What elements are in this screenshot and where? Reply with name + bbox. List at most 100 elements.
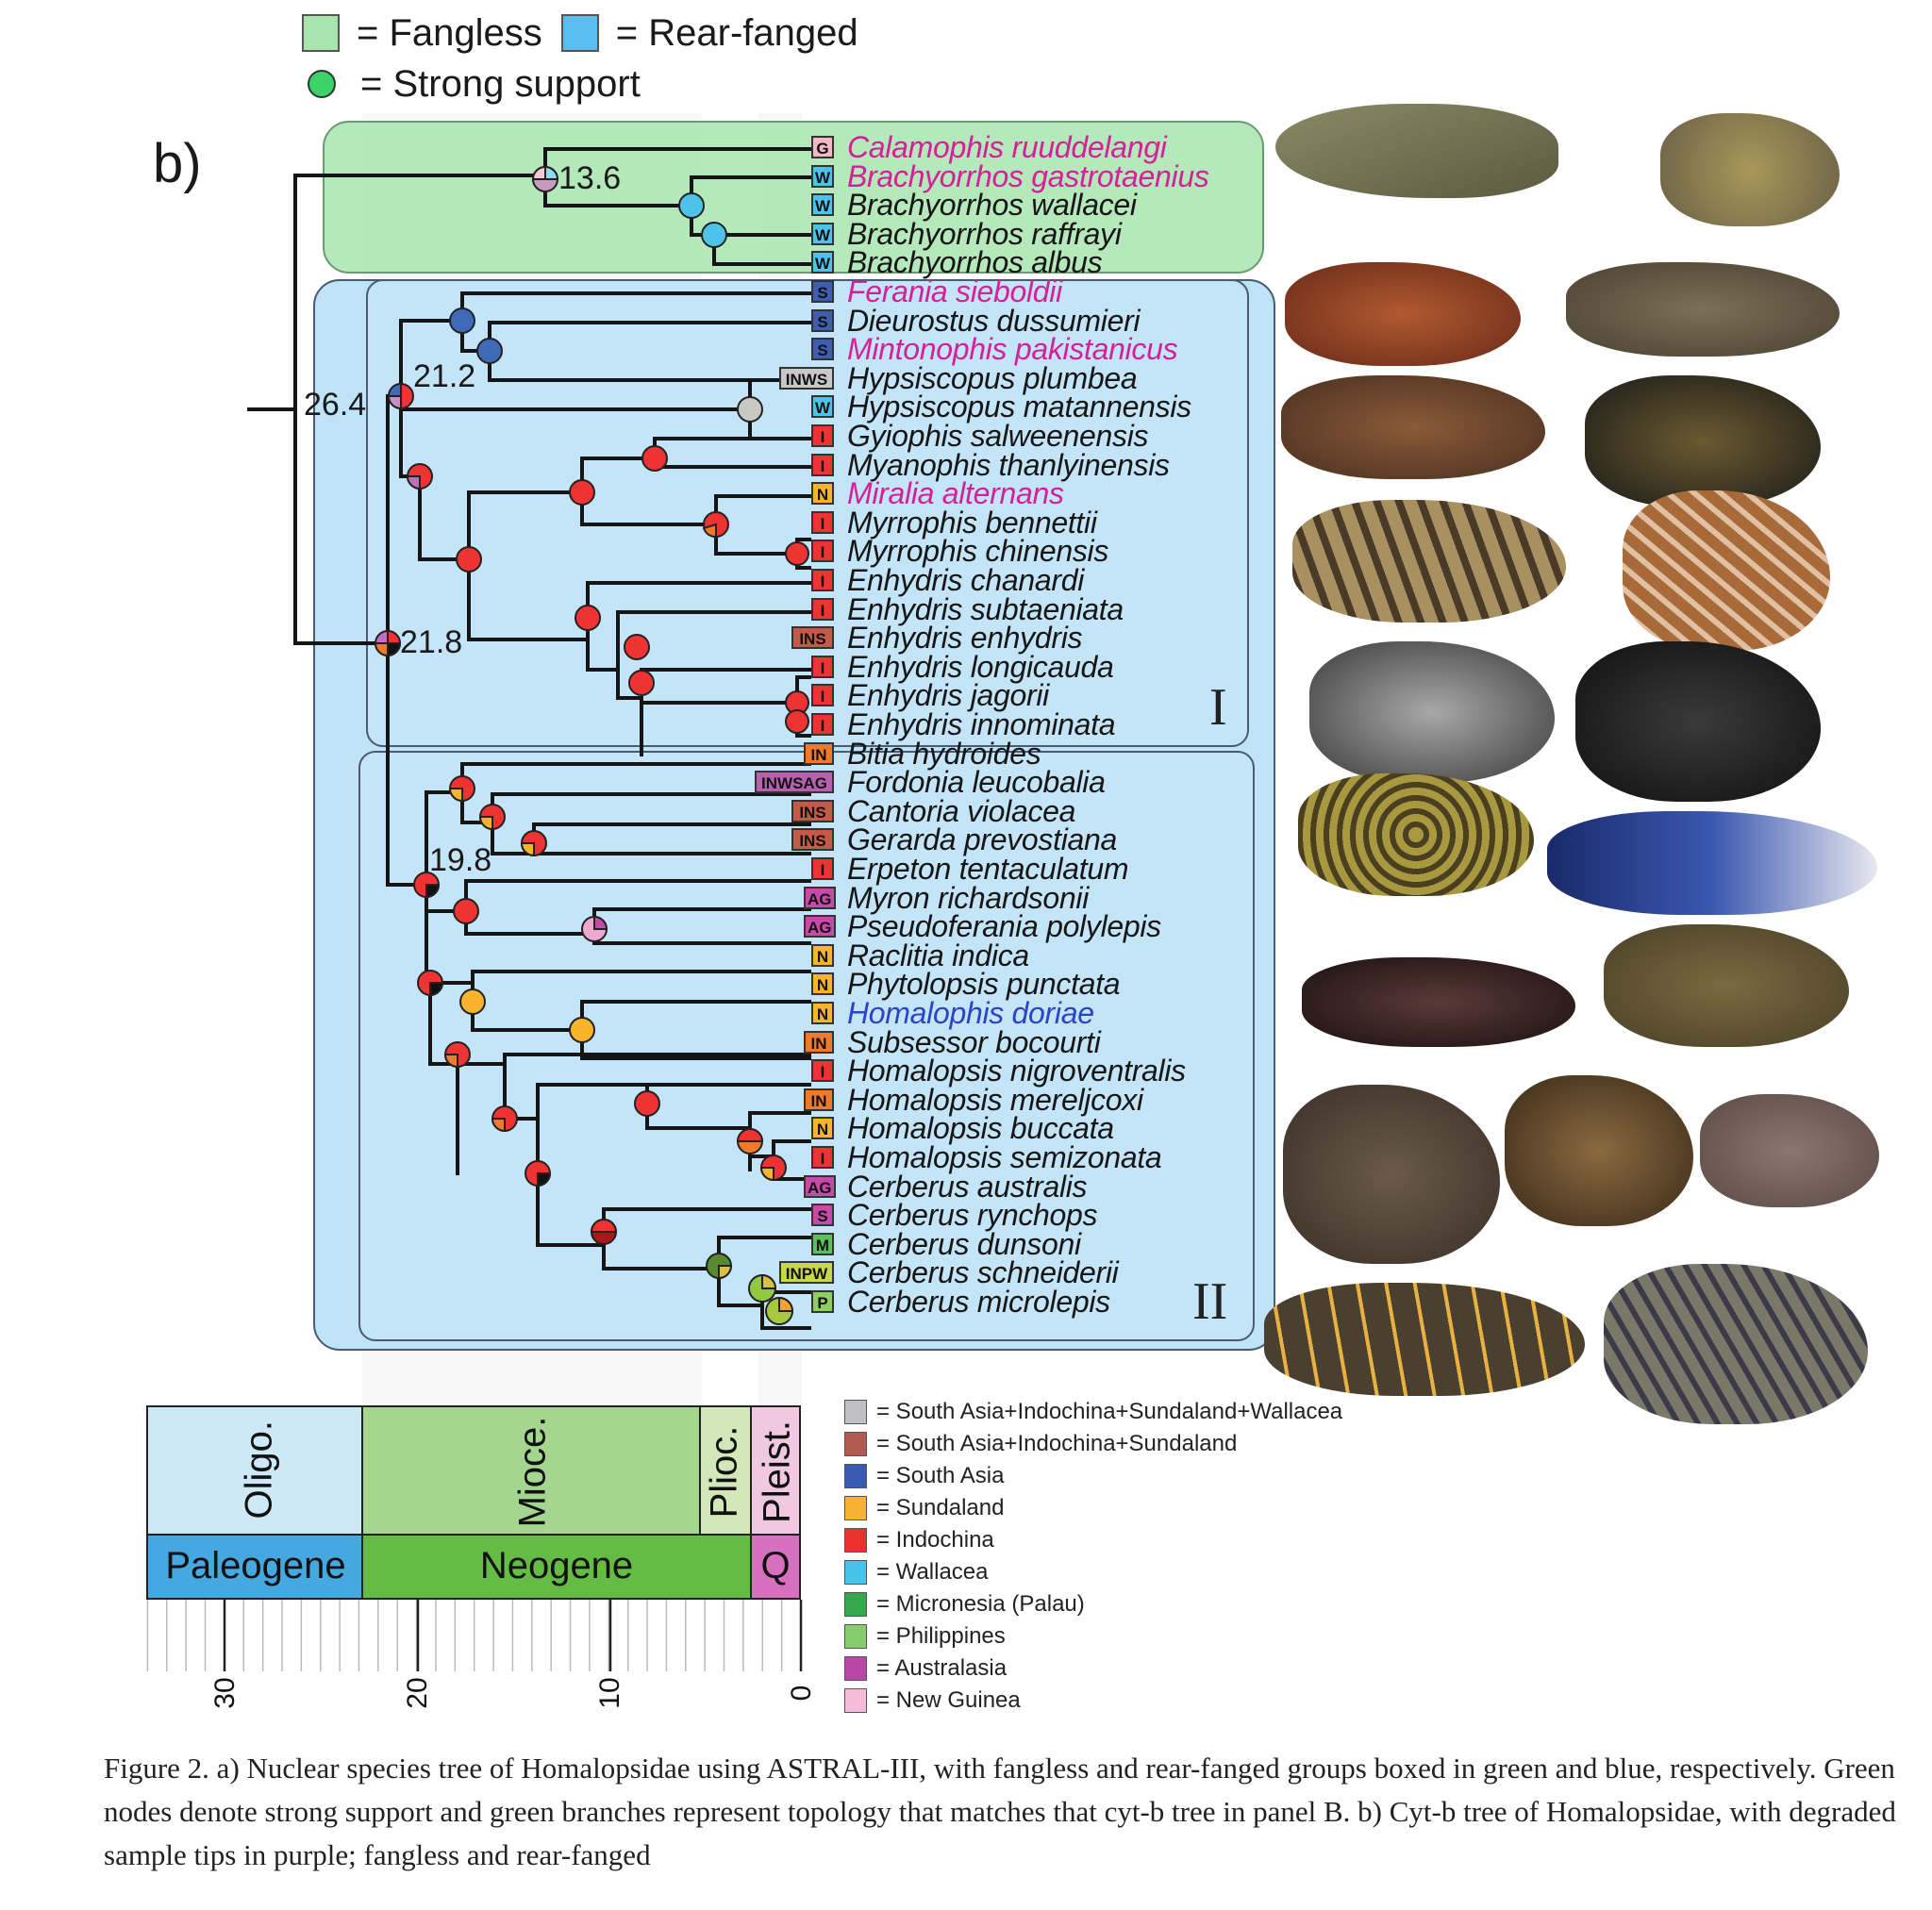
- epoch-oligocene: [146, 1405, 363, 1536]
- region-label: = New Guinea: [876, 1687, 1021, 1713]
- snake-photo-grid: [1264, 94, 1924, 1434]
- region-badge: AG: [804, 887, 836, 909]
- epoch-label-oligocene: Oligo.: [238, 1420, 280, 1520]
- region-swatch: [844, 1688, 867, 1713]
- tip-label: Calamophis ruuddelangi: [847, 130, 1167, 164]
- snake-photo: [1298, 773, 1534, 896]
- snake-photo: [1585, 375, 1821, 507]
- tip-label: Hypsiscopus plumbea: [847, 361, 1138, 395]
- snake-photo: [1505, 1075, 1693, 1226]
- group-legend: = Fangless = Rear-fanged = Strong suppor…: [302, 9, 858, 108]
- tip-label: Cerberus dunsoni: [847, 1227, 1081, 1261]
- epoch-pleistocene: [750, 1405, 801, 1536]
- tip-label: Homalopsis mereljcoxi: [847, 1083, 1143, 1117]
- tip-label: Bitia hydroides: [847, 737, 1041, 771]
- region-legend-item: = Wallacea: [844, 1556, 1342, 1588]
- epoch-label-pliocene: Plioc.: [703, 1425, 745, 1519]
- region-label: = Sundaland: [876, 1495, 1005, 1520]
- region-badge: N: [811, 944, 834, 967]
- tip-label: Dieurostus dussumieri: [847, 304, 1141, 338]
- region-label: = Micronesia (Palau): [876, 1591, 1085, 1617]
- region-badge: I: [811, 713, 834, 736]
- snake-photo: [1302, 957, 1575, 1047]
- region-swatch: [844, 1560, 867, 1585]
- snake-photo: [1700, 1094, 1879, 1207]
- node-age-fangless: 13.6: [558, 160, 622, 196]
- region-badge: I: [811, 1146, 834, 1169]
- region-label: = South Asia+Indochina+Sundaland: [876, 1431, 1238, 1456]
- snake-photo: [1285, 262, 1521, 366]
- region-badge: AG: [804, 1175, 836, 1198]
- tip-label: Enhydris chanardi: [847, 563, 1085, 597]
- region-badge: I: [811, 684, 834, 706]
- tip-label: Cantoria violacea: [847, 794, 1076, 828]
- node-age-21-8: 21.8: [400, 624, 463, 660]
- region-badge: W: [811, 251, 835, 274]
- tip-label: Mintonophis pakistanicus: [847, 332, 1178, 366]
- region-badge: IN: [804, 742, 834, 765]
- tip-label: Myanophis thanlyinensis: [847, 448, 1170, 482]
- region-swatch: [844, 1592, 867, 1617]
- region-legend: = South Asia+Indochina+Sundaland+Wallace…: [844, 1396, 1342, 1717]
- region-badge: I: [811, 656, 834, 678]
- snake-photo: [1623, 490, 1830, 651]
- epoch-label-miocene: Mioce.: [511, 1416, 554, 1528]
- tip-label: Hypsiscopus matannensis: [847, 390, 1191, 424]
- tip-label: Homalopsis buccata: [847, 1111, 1114, 1145]
- tick-label-30: 30: [209, 1677, 241, 1709]
- tip-label: Phytolopsis punctata: [847, 967, 1121, 1001]
- region-badge: N: [811, 972, 834, 995]
- region-badge: I: [811, 569, 834, 591]
- tip-label: Enhydris innominata: [847, 707, 1116, 741]
- tip-label: Brachyorrhos raffrayi: [847, 217, 1122, 251]
- tip-label: Myron richardsonii: [847, 881, 1090, 915]
- region-swatch: [844, 1464, 867, 1488]
- fangless-swatch: [302, 14, 340, 52]
- panel-label: b): [153, 133, 202, 194]
- region-badge: INS: [791, 626, 834, 649]
- region-badge: IN: [804, 1031, 834, 1054]
- region-label: = Philippines: [876, 1623, 1006, 1649]
- period-neogene: [361, 1534, 752, 1600]
- region-swatch: [844, 1528, 867, 1553]
- region-label: = Wallacea: [876, 1559, 989, 1585]
- epoch-pliocene: [699, 1405, 752, 1536]
- region-badge: INWS: [779, 367, 834, 390]
- tip-label: Cerberus schneiderii: [847, 1255, 1119, 1289]
- region-legend-item: = Australasia: [844, 1653, 1342, 1685]
- region-badge: W: [811, 395, 835, 418]
- tip-label: Brachyorrhos albus: [847, 245, 1103, 279]
- region-swatch: [844, 1400, 867, 1424]
- region-legend-item: = Sundaland: [844, 1492, 1342, 1524]
- period-paleogene: [146, 1534, 363, 1600]
- region-badge: AG: [804, 915, 836, 938]
- snake-photo: [1566, 262, 1840, 357]
- region-badge: P: [811, 1290, 834, 1313]
- region-label: = South Asia+Indochina+Sundaland+Wallace…: [876, 1399, 1343, 1424]
- region-badge: INPW: [779, 1261, 834, 1284]
- tip-label: Myrrophis chinensis: [847, 534, 1109, 568]
- region-badge: I: [811, 598, 834, 621]
- region-badge: I: [811, 424, 834, 447]
- region-badge: W: [811, 223, 835, 245]
- rear-fanged-label: = Rear-fanged: [615, 11, 858, 54]
- snake-photo: [1575, 641, 1821, 802]
- region-legend-item: = Indochina: [844, 1524, 1342, 1556]
- tip-label: Brachyorrhos wallacei: [847, 188, 1137, 222]
- tip-label: Cerberus australis: [847, 1170, 1088, 1204]
- tip-label: Enhydris jagorii: [847, 678, 1049, 712]
- tip-label: Enhydris enhydris: [847, 621, 1083, 655]
- region-swatch: [844, 1656, 867, 1681]
- tip-label: Enhydris longicauda: [847, 650, 1114, 684]
- region-badge: W: [811, 193, 835, 216]
- strong-support-label: = Strong support: [360, 62, 641, 105]
- clade-label-II: II: [1192, 1272, 1228, 1331]
- region-badge: INS: [791, 828, 834, 851]
- region-badge: N: [811, 1117, 834, 1139]
- region-legend-item: = South Asia+Indochina+Sundaland+Wallace…: [844, 1396, 1342, 1428]
- tip-label: Homalophis doriae: [847, 996, 1094, 1030]
- tick-label-20: 20: [402, 1677, 433, 1709]
- snake-photo: [1292, 500, 1566, 623]
- tip-label: Miralia alternans: [847, 476, 1064, 510]
- region-badge: M: [811, 1233, 834, 1255]
